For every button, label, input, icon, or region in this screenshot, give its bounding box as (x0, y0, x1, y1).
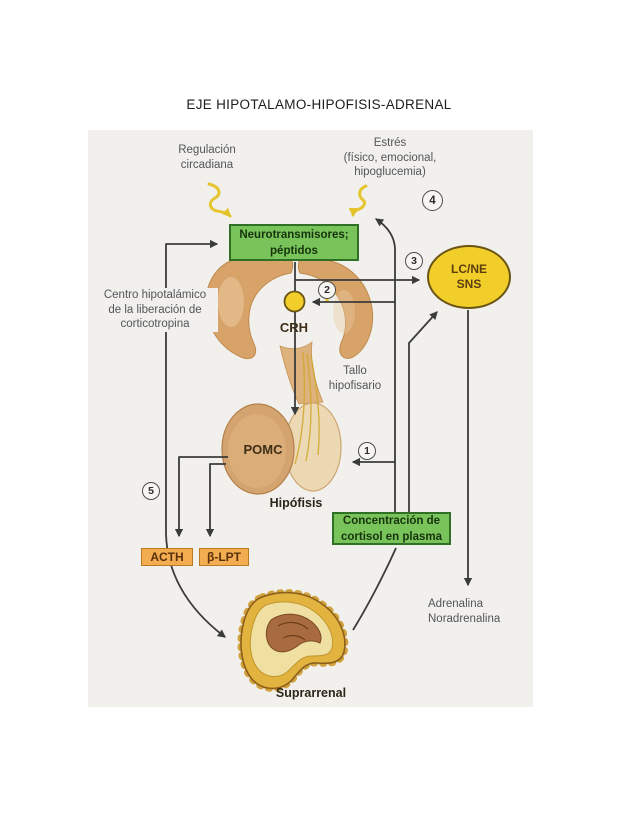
acth-box: ACTH (141, 548, 193, 566)
medulla-texture (277, 621, 309, 641)
arrow-pomc-to-acth (174, 456, 228, 538)
step-circle-4: 4 (422, 190, 443, 211)
cortisol-concentration-box: Concentración de cortisol en plasma (332, 512, 451, 545)
arrow-cortisol-to-lcne (408, 311, 438, 512)
step-circle-3: 3 (405, 252, 423, 270)
circadian-regulation-label: Regulación circadiana (178, 144, 236, 171)
pituitary-stalk-label: Tallo hipofisario (328, 365, 382, 392)
blpt-box: β-LPT (199, 548, 249, 566)
adrenal-gland-label: Suprarrenal (275, 686, 347, 700)
step-circle-5: 5 (142, 482, 160, 500)
crh-neuron-node (283, 290, 306, 313)
step-circle-1: 1 (358, 442, 376, 460)
arrow-cortisol-feedback-to-stress (374, 218, 396, 512)
pituitary-nerve-fibers (294, 351, 320, 465)
adrenal-gland-illustration (237, 589, 349, 692)
step-circle-2: 2 (318, 281, 336, 299)
curve-adrenal-to-cortisol-box (352, 547, 397, 631)
arrow-acth-to-adrenal (165, 346, 226, 638)
lcne-sns-node: LC/NE SNS (427, 245, 511, 309)
pituitary-illustration (221, 280, 342, 495)
stress-squiggle-arrow-icon (348, 184, 368, 217)
pituitary-label: Hipófisis (269, 496, 323, 510)
diagram-artwork (165, 182, 473, 692)
adrenaline-noradrenaline-label: Adrenalina Noradrenalina (428, 598, 501, 625)
arrow-pomc-to-blpt (205, 463, 226, 538)
pomc-label: POMC (243, 442, 283, 457)
hypothalamic-center-label: Centro hipotalámico de la liberación de … (92, 288, 218, 332)
crh-label: CRH (279, 320, 309, 335)
stress-label: Estrés (físico, emocional, hipoglucemia) (343, 137, 437, 178)
hypothalamus-illustration (205, 255, 374, 360)
circadian-squiggle-arrow-icon (207, 182, 232, 218)
page-title: EJE HIPOTALAMO-HIPOFISIS-ADRENAL (186, 97, 452, 112)
neurotransmitters-box: Neurotransmisores; péptidos (229, 224, 359, 261)
